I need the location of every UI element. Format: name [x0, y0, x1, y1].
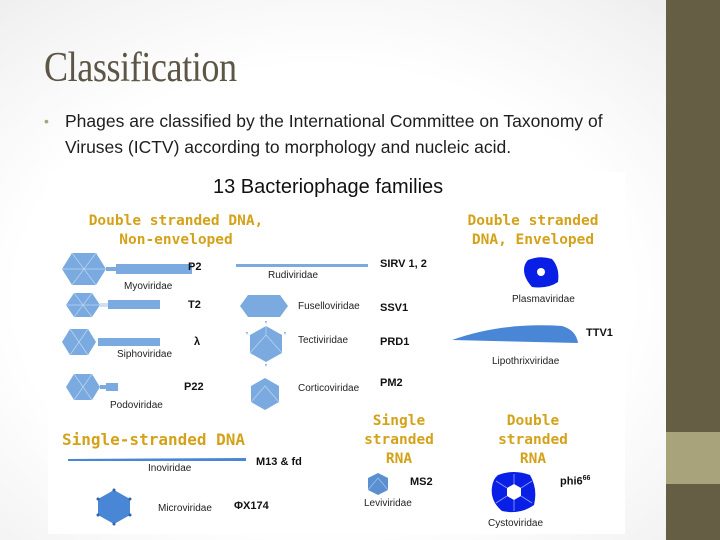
example-t2: T2: [188, 299, 201, 311]
example-m13-fd: M13 & fd: [256, 456, 302, 468]
heading-line: DNA, Enveloped: [471, 232, 595, 248]
example-phi6-superscript: 66: [582, 475, 591, 482]
rudivirus-rod-icon: [236, 264, 368, 267]
family-leviviridae: Leviviridae: [364, 498, 412, 509]
example-pm2: PM2: [380, 377, 403, 389]
heading-dsrna: Double stranded RNA: [478, 412, 588, 469]
heading-line: Non-enveloped: [119, 232, 233, 248]
example-lambda: λ: [194, 336, 201, 348]
example-ttv1: TTV1: [586, 327, 613, 339]
fusellovirus-icon: [240, 295, 288, 317]
example-ms2: MS2: [410, 476, 433, 488]
lipothrixvirus-icon: [452, 325, 578, 343]
corticovirus-icon: [250, 378, 280, 410]
heading-line: Single: [372, 413, 426, 429]
family-corticoviridae: Corticoviridae: [298, 383, 360, 394]
levivirus-icon: [367, 473, 389, 495]
bullet-text: Phages are classified by the Internation…: [65, 111, 603, 157]
family-fuselloviridae: Fuselloviridae: [298, 301, 360, 312]
example-ssv1: SSV1: [380, 302, 409, 314]
family-tectiviridae: Tectiviridae: [298, 335, 349, 346]
example-phix174: ΦX174: [234, 500, 269, 512]
heading-line: stranded: [364, 432, 434, 448]
microvirus-icon: [96, 488, 132, 526]
cystovirus-icon: [491, 472, 536, 513]
heading-dsdna-enveloped: Double stranded DNA, Enveloped: [448, 212, 618, 250]
family-myoviridae: Myoviridae: [124, 281, 173, 292]
myovirus-p2-icon: [62, 252, 192, 286]
example-phi6-text: phi6: [560, 475, 583, 488]
family-microviridae: Microviridae: [158, 503, 212, 514]
side-band-stripe: [666, 432, 720, 484]
heading-ssrna: Single stranded RNA: [344, 412, 454, 469]
plasmavirus-icon: [524, 257, 559, 288]
inovirus-rod-icon: [68, 458, 246, 461]
heading-line: RNA: [519, 451, 547, 467]
heading-line: stranded: [498, 432, 568, 448]
family-plasmaviridae: Plasmaviridae: [512, 294, 575, 305]
family-rudiviridae: Rudiviridae: [268, 270, 319, 281]
heading-line: Double: [506, 413, 560, 429]
figure-title: 13 Bacteriophage families: [213, 176, 444, 198]
family-podoviridae: Podoviridae: [110, 400, 163, 411]
heading-line: Double stranded: [467, 213, 599, 229]
myovirus-t2-icon: [66, 292, 160, 318]
family-inoviridae: Inoviridae: [148, 463, 192, 474]
family-lipothrixviridae: Lipothrixviridae: [492, 356, 560, 367]
bullet-icon: •: [44, 113, 49, 129]
family-siphoviridae: Siphoviridae: [117, 349, 173, 360]
phage-families-figure: 13 Bacteriophage families Double strande…: [48, 172, 625, 534]
heading-dsdna-nonenveloped: Double stranded DNA, Non-enveloped: [66, 212, 286, 250]
example-p2: P2: [188, 261, 202, 273]
slide-title: Classification: [44, 45, 237, 91]
siphovirus-icon: [62, 328, 160, 356]
heading-line: RNA: [385, 451, 413, 467]
podovirus-icon: [66, 373, 118, 401]
tectivirus-icon: [246, 321, 286, 367]
heading-line: Double stranded DNA,: [88, 213, 264, 229]
example-prd1: PRD1: [380, 336, 410, 348]
example-p22: P22: [184, 381, 204, 393]
example-phi6: phi666: [560, 475, 590, 488]
heading-ssdna: Single-stranded DNA: [62, 430, 246, 449]
family-cystoviridae: Cystoviridae: [488, 518, 544, 529]
example-sirv: SIRV 1, 2: [380, 258, 427, 270]
